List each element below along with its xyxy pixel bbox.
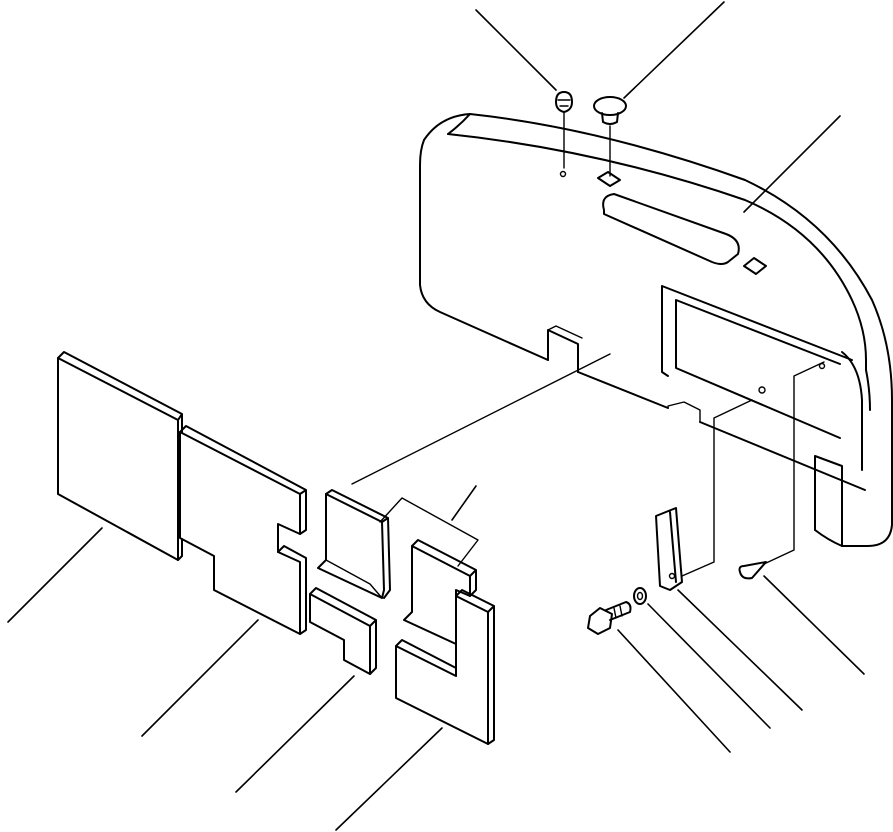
leader-lines	[7, 1, 865, 831]
insulation-pad-2	[179, 425, 307, 635]
insulation-pad-1	[57, 351, 183, 561]
insulation-pad-6	[395, 589, 495, 745]
counterweight	[419, 113, 893, 547]
plug	[555, 91, 573, 169]
insulation-pad-4	[309, 587, 377, 675]
pad-group-bracket	[379, 497, 479, 567]
clip	[738, 361, 825, 580]
bracket	[655, 399, 753, 591]
cap	[593, 96, 627, 177]
guide-line	[351, 353, 611, 485]
washer	[633, 587, 647, 605]
bolt	[587, 601, 632, 635]
insulation-pad-3	[317, 489, 391, 599]
